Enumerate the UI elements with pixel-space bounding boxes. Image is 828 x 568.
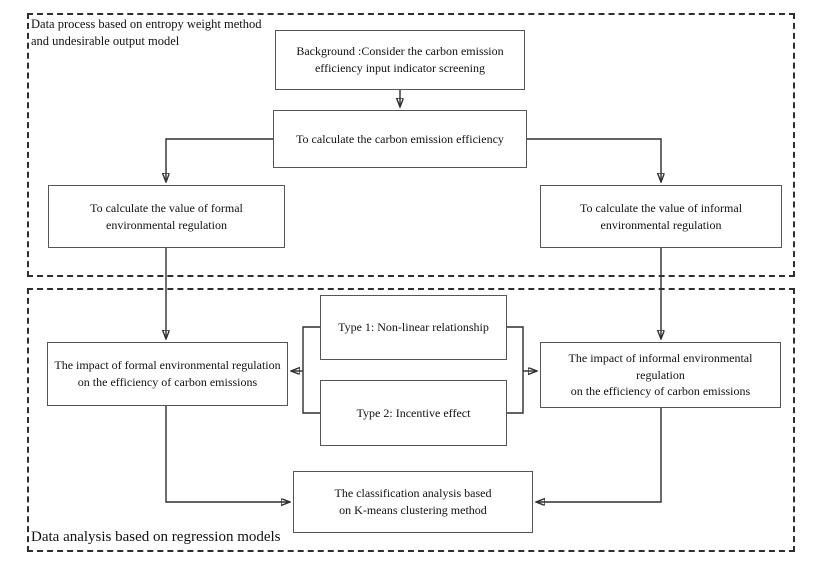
section-label-line: Data process based on entropy weight met… xyxy=(31,17,262,31)
node-text-line: environmental regulation xyxy=(600,217,722,232)
node-text-line: To calculate the value of formal xyxy=(90,200,243,215)
section-label-data-process: Data process based on entropy weight met… xyxy=(31,16,262,50)
section-data-process xyxy=(27,13,795,277)
node-text-line: Type 2: Incentive effect xyxy=(356,405,471,420)
node-text-line: The impact of informal environmental xyxy=(568,351,753,366)
section-data-analysis xyxy=(27,288,795,552)
node-calc-informal-regulation: To calculate the value of informal envir… xyxy=(540,185,782,248)
node-text-line: The impact of formal environmental regul… xyxy=(54,358,281,373)
section-label-line: and undesirable output model xyxy=(31,33,180,48)
node-text-line: Background :Consider the carbon emission xyxy=(296,44,504,59)
node-text-line: environmental regulation xyxy=(106,217,227,232)
node-text-line: on the efficiency of carbon emissions xyxy=(77,375,258,389)
node-text-line: on the efficiency of carbon emissions xyxy=(570,384,751,399)
node-text-line: To calculate the carbon emission efficie… xyxy=(296,131,504,146)
node-background: Background :Consider the carbon emission… xyxy=(275,30,525,90)
node-text-line: Type 1: Non-linear relationship xyxy=(338,320,489,335)
node-text-line: regulation xyxy=(636,367,685,382)
node-text-line: efficiency input indicator screening xyxy=(314,61,486,75)
node-calc-formal-regulation: To calculate the value of formal environ… xyxy=(48,185,285,248)
node-type2-incentive: Type 2: Incentive effect xyxy=(320,380,507,446)
section-label-data-analysis: Data analysis based on regression models xyxy=(31,529,281,545)
node-text-line: The classification analysis based xyxy=(334,486,492,501)
node-type1-nonlinear: Type 1: Non-linear relationship xyxy=(320,295,507,360)
node-impact-formal-regulation: The impact of formal environmental regul… xyxy=(47,342,288,406)
node-text-line: on K-means clustering method xyxy=(339,503,487,517)
node-text-line: To calculate the value of informal xyxy=(579,200,743,215)
node-impact-informal-regulation: The impact of informal environmental reg… xyxy=(540,342,781,408)
node-kmeans-clustering: The classification analysis based on K-m… xyxy=(293,471,533,533)
node-calc-carbon-emission-efficiency: To calculate the carbon emission efficie… xyxy=(273,110,527,168)
